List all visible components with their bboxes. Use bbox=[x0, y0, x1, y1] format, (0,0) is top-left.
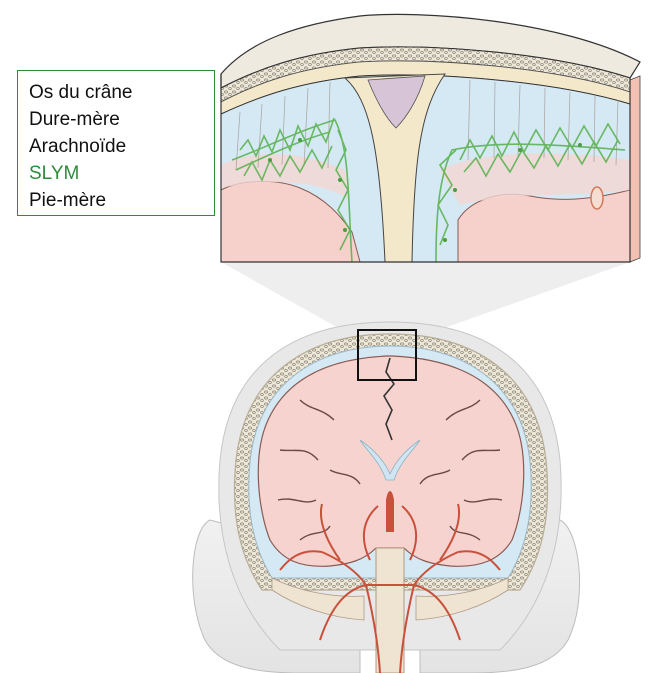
slym-membrane-right bbox=[435, 122, 626, 263]
brain-right bbox=[457, 189, 631, 263]
ventricles bbox=[359, 439, 421, 481]
slym-membrane-left bbox=[231, 117, 353, 263]
brainstem bbox=[375, 547, 405, 673]
meninges-closeup bbox=[220, 13, 641, 263]
zoom-projection bbox=[221, 262, 630, 338]
legend-item-skull: Os du crâne bbox=[29, 82, 133, 103]
legend-item-arachnoid: Arachnoïde bbox=[29, 136, 127, 157]
longitudinal-fissure bbox=[383, 357, 395, 441]
legend-item-slym: SLYM bbox=[29, 163, 80, 184]
zoom-region-box bbox=[357, 329, 417, 381]
legend-item-pia-mater: Pie-mère bbox=[29, 190, 107, 211]
head-cross-section bbox=[192, 321, 581, 673]
arteries bbox=[279, 503, 501, 673]
sulci bbox=[277, 399, 503, 541]
slym-dots bbox=[268, 138, 582, 242]
midline-vessel bbox=[386, 491, 394, 532]
sagittal-sinus bbox=[367, 75, 426, 129]
legend-item-dura-mater: Dure-mère bbox=[29, 109, 120, 130]
legend-box: Os du crâne Dure-mère Arachnoïde SLYM Pi… bbox=[17, 70, 215, 216]
